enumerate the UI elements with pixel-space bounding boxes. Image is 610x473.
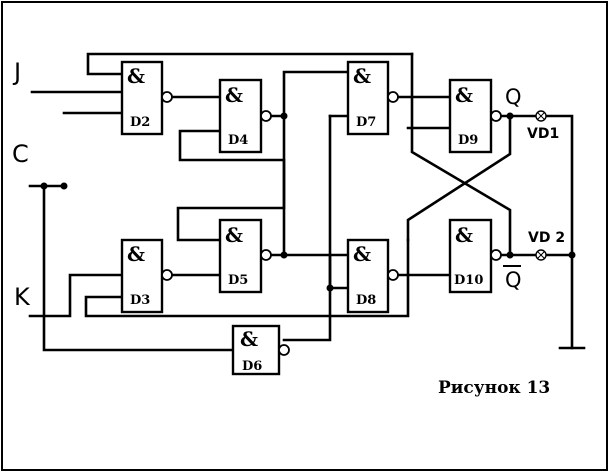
junction-dot [568, 251, 576, 259]
junction-dot [506, 251, 514, 259]
wire-k-in [28, 273, 124, 318]
gate-symbol: & [455, 83, 473, 107]
wire-qbar-feedback [84, 238, 410, 318]
gate-label-d5: D5 [228, 273, 248, 288]
led-vd2-icon [535, 249, 547, 261]
label-j: J [12, 58, 21, 86]
gate-symbol: & [225, 223, 243, 247]
led-vd1-icon [535, 110, 547, 122]
gate-d3: & D3 [120, 238, 173, 314]
gate-label-d9: D9 [458, 133, 478, 148]
junction-dot [280, 112, 288, 120]
gate-symbol: & [225, 83, 243, 107]
wires [28, 52, 586, 352]
gate-label-d6: D6 [242, 359, 262, 374]
wire-d9-cross [410, 126, 512, 257]
gate-label-d10: D10 [454, 273, 483, 288]
junction-dot [60, 182, 68, 190]
junctions [40, 112, 576, 292]
junction-dot [506, 112, 514, 120]
gate-symbol: & [455, 223, 473, 247]
wire-d10-cross [406, 114, 512, 242]
wire-d4-d7 [264, 70, 350, 118]
label-q-bar: Q [505, 268, 522, 292]
gate-symbol: & [353, 64, 371, 88]
gate-symbol: & [240, 327, 258, 351]
label-q: Q [505, 85, 522, 109]
gate-d2: & D2 [120, 60, 173, 136]
gate-d5: & D5 [218, 218, 272, 294]
figure-caption: Рисунок 13 [438, 378, 550, 398]
gate-label-d2: D2 [130, 115, 150, 130]
label-k: K [14, 283, 31, 311]
gate-d8: & D8 [346, 238, 399, 314]
gate-d9: & D9 [448, 78, 502, 154]
label-vd1: VD1 [527, 126, 559, 142]
gate-symbol: & [127, 242, 145, 266]
gate-d4: & D4 [218, 78, 272, 154]
gate-label-d7: D7 [356, 115, 376, 130]
label-vd2: VD 2 [528, 230, 565, 246]
gate-d10: & D10 [448, 218, 502, 294]
wire-d6-to-d7-d8 [328, 114, 350, 290]
gate-symbol: & [353, 242, 371, 266]
gate-symbol: & [127, 64, 145, 88]
wire-d5-cross [178, 129, 286, 257]
gate-label-d3: D3 [130, 293, 150, 308]
wire-c-to-d6 [42, 184, 235, 352]
gate-label-d8: D8 [356, 293, 376, 308]
label-c: C [12, 140, 29, 168]
junction-dot [280, 251, 288, 259]
wire-q-feedback-top [86, 52, 414, 76]
junction-dot [40, 182, 48, 190]
wire-vd1-return [544, 114, 574, 350]
gate-d6: & D6 [231, 324, 290, 376]
gate-label-d4: D4 [228, 133, 248, 148]
junction-dot [326, 284, 334, 292]
gate-d7: & D7 [346, 60, 399, 136]
